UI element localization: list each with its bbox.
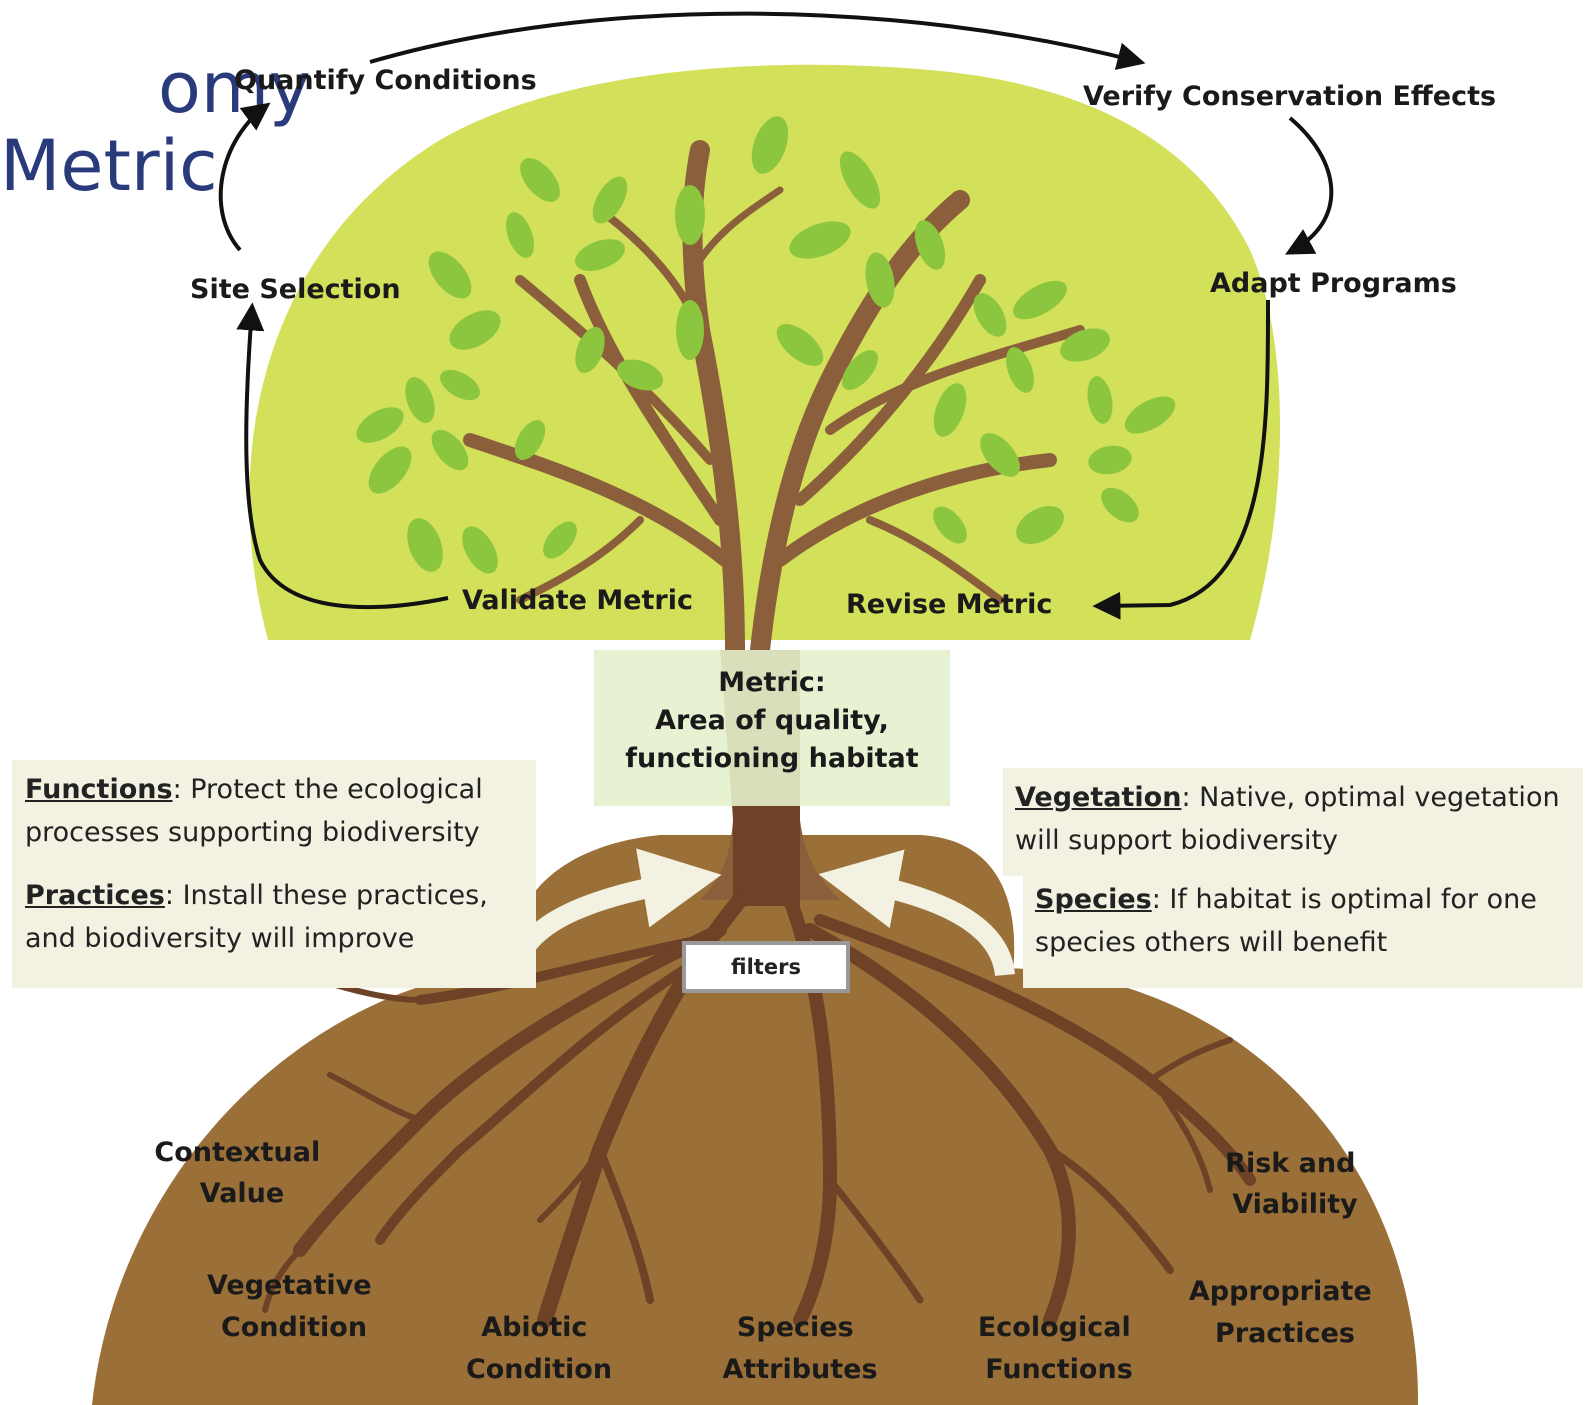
metric-line-1: Metric: xyxy=(718,667,826,698)
canopy xyxy=(249,64,1280,641)
right-species-box: Species: If habitat is optimal for one s… xyxy=(1023,876,1583,988)
contextual-value-label: Contextual Value xyxy=(154,1137,329,1209)
soil-mound xyxy=(92,968,1419,1405)
title-line-1: omy xyxy=(158,47,310,129)
trunk-base xyxy=(733,806,800,906)
validate-metric-label: Validate Metric xyxy=(462,585,693,616)
right-vegetation-box: Vegetation: Native, optimal vegetation w… xyxy=(1003,768,1583,876)
species-paragraph: Species: If habitat is optimal for one s… xyxy=(1035,878,1583,964)
metric-box: Metric: Area of quality, functioning hab… xyxy=(594,650,950,806)
vegetation-keyword: Vegetation xyxy=(1015,782,1182,813)
functions-keyword: Functions xyxy=(25,774,173,805)
functions-paragraph: Functions: Protect the ecological proces… xyxy=(25,768,536,854)
revise-metric-label: Revise Metric xyxy=(846,589,1052,620)
vegetation-text: : Native, optimal vegetation will suppor… xyxy=(1015,782,1560,856)
tree-leaves xyxy=(356,116,1176,574)
verify-conservation-effects-label: Verify Conservation Effects xyxy=(1083,81,1496,112)
species-attributes-label: Species Attributes xyxy=(722,1312,877,1385)
title-line-2: Metric xyxy=(0,125,218,207)
root-labels: Contextual Value Vegetative Condition Ab… xyxy=(154,1137,1381,1385)
filters-box: filters xyxy=(682,941,850,993)
practices-paragraph: Practices: Install these practices, and … xyxy=(25,874,536,960)
tree-branches xyxy=(463,140,1085,660)
practices-keyword: Practices xyxy=(25,880,165,911)
quantify-conditions-label: Quantify Conditions xyxy=(234,65,537,96)
species-keyword: Species xyxy=(1035,884,1152,915)
appropriate-practices-label: Appropriate Practices xyxy=(1189,1276,1381,1349)
adapt-programs-label: Adapt Programs xyxy=(1210,268,1457,299)
site-selection-label: Site Selection xyxy=(190,274,401,305)
vegetation-paragraph: Vegetation: Native, optimal vegetation w… xyxy=(1015,776,1583,862)
abiotic-condition-label: Abiotic Condition xyxy=(466,1312,612,1385)
left-info-box: Functions: Protect the ecological proces… xyxy=(12,760,536,988)
practices-text: : Install these practices, and biodivers… xyxy=(25,880,488,954)
ecological-functions-label: Ecological Functions xyxy=(978,1312,1140,1385)
metric-line-2: Area of quality, xyxy=(655,705,889,736)
vegetative-condition-label: Vegetative Condition xyxy=(207,1270,381,1343)
right-filter-arrow xyxy=(818,849,1015,977)
metric-line-3: functioning habitat xyxy=(625,743,919,774)
functions-text: : Protect the ecological processes suppo… xyxy=(25,774,483,848)
risk-viability-label: Risk and Viability xyxy=(1225,1148,1365,1220)
cycle-arrows xyxy=(218,11,1334,620)
species-text: : If habitat is optimal for one species … xyxy=(1035,884,1537,958)
